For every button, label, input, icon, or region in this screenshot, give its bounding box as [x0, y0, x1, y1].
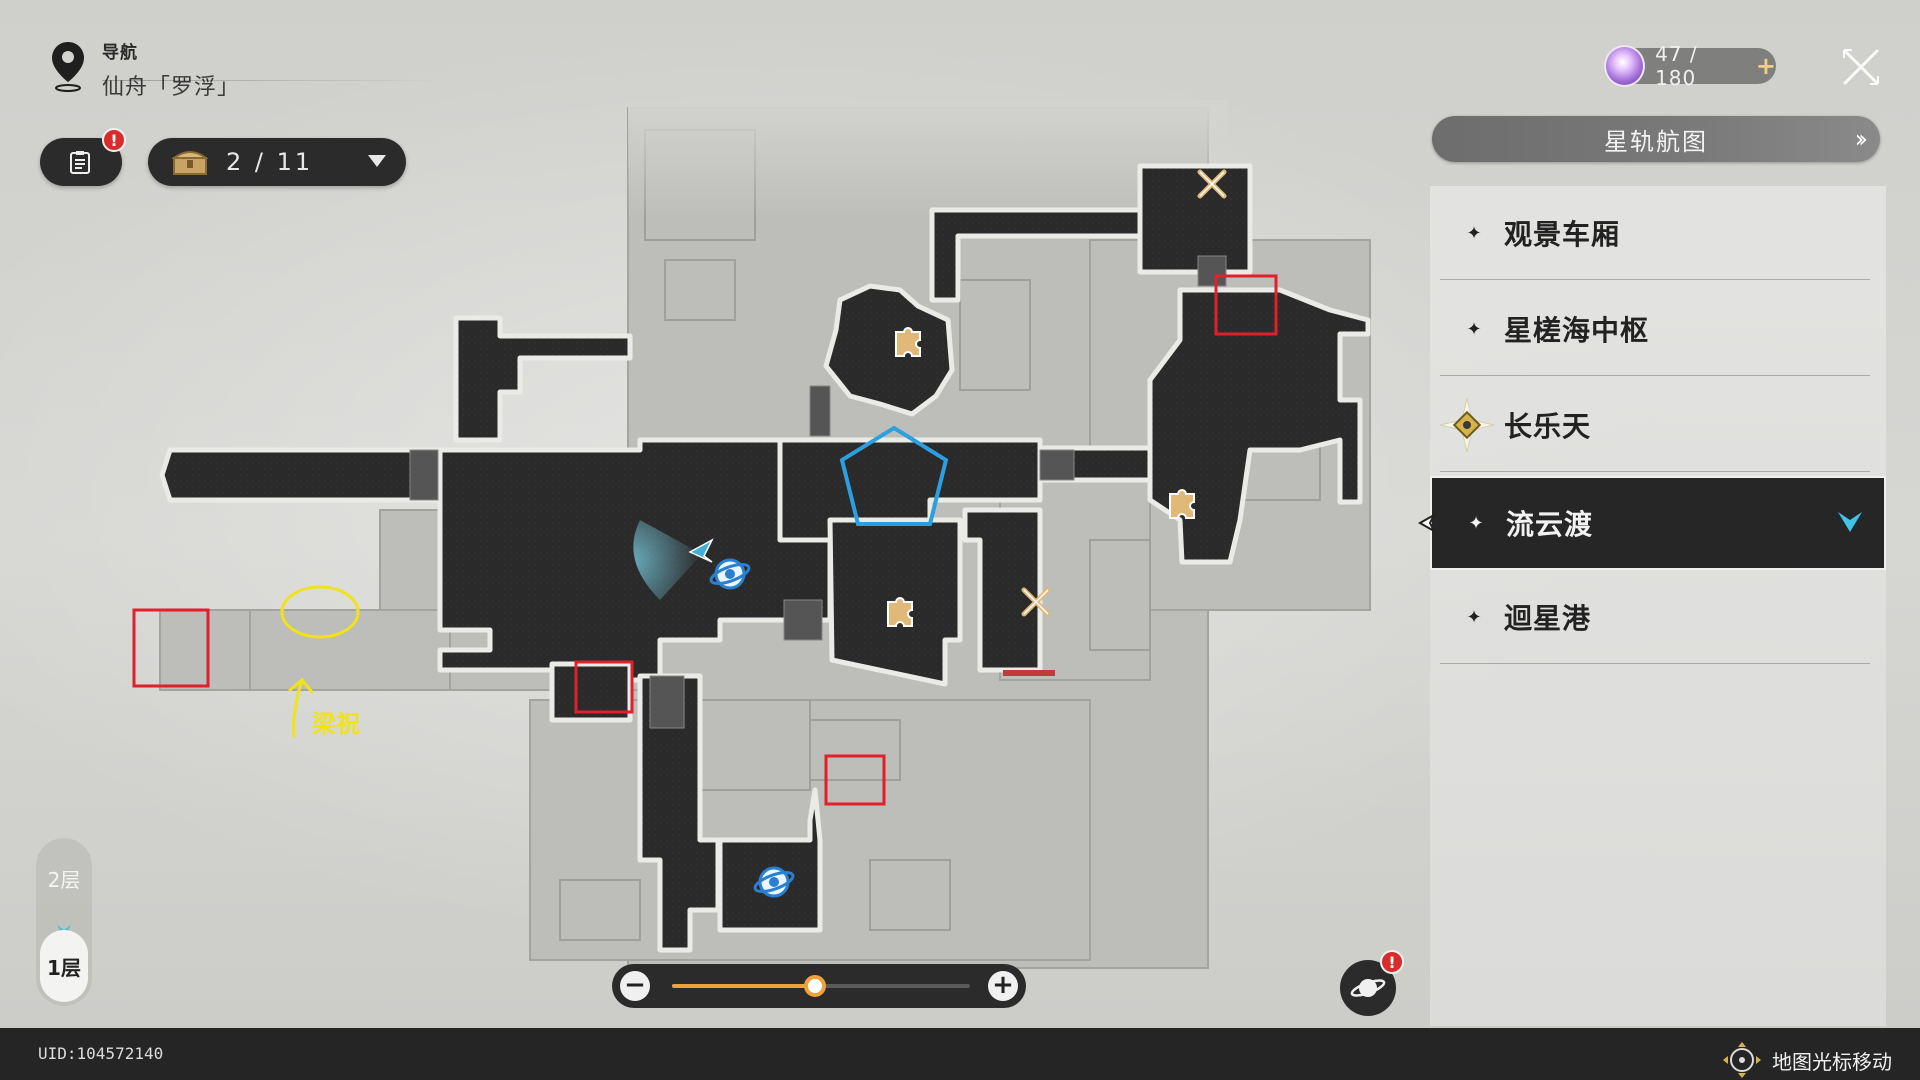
- crossed-swords-icon[interactable]: [1021, 587, 1051, 617]
- trailblaze-power[interactable]: 47 / 180 +: [1604, 42, 1776, 90]
- treasure-chest-dropdown[interactable]: 2 / 11: [148, 138, 406, 186]
- restricted-strip: [1003, 670, 1055, 676]
- divider: [1440, 663, 1870, 664]
- chest-count: 2 / 11: [226, 148, 314, 176]
- floor-1-button[interactable]: 1层: [40, 930, 88, 1002]
- zoom-slider-handle[interactable]: [804, 975, 827, 997]
- fog-top: [628, 100, 1228, 220]
- zoom-slider-fill: [672, 984, 816, 988]
- control-hint: 地图光标移动: [1720, 1040, 1892, 1080]
- annotation-yellow-arrow: [288, 677, 314, 738]
- zoom-slider[interactable]: [672, 975, 970, 997]
- trailblaze-power-icon: [1604, 45, 1646, 87]
- area-list-panel: ✦ 观景车厢 ✦ 星槎海中枢 长乐天 ✦ 流云渡 ✦ 迴星港: [1430, 186, 1886, 1026]
- player-view-cone: [633, 520, 702, 600]
- star-icon: ✦: [1466, 606, 1482, 628]
- selection-pointer-icon: [1417, 512, 1437, 534]
- star-icon: ✦: [1466, 318, 1482, 340]
- annotation-red-squares: [132, 274, 1278, 806]
- puzzle-icon[interactable]: [1169, 489, 1195, 519]
- panel-title: 星轨航图: [1604, 127, 1708, 156]
- user-id: UID:104572140: [38, 1044, 164, 1063]
- cursor-move-icon: [1723, 1042, 1761, 1078]
- star-icon: ✦: [1468, 512, 1484, 534]
- area-item-0[interactable]: ✦ 观景车厢: [1430, 186, 1886, 280]
- area-item-4[interactable]: ✦ 迴星港: [1430, 570, 1886, 664]
- location-pin-icon: [52, 42, 84, 92]
- divider: [1440, 279, 1870, 280]
- annotation-yellow-circle: [280, 585, 360, 639]
- area-item-2[interactable]: 长乐天: [1430, 378, 1886, 472]
- chevron-down-icon: [368, 155, 386, 167]
- treasure-chest-icon: [172, 151, 208, 175]
- add-power-button[interactable]: +: [1755, 52, 1776, 80]
- space-anchor-icon[interactable]: [753, 866, 795, 898]
- player-arrow-icon: [688, 538, 714, 563]
- nav-location: 仙舟「罗浮」: [102, 75, 241, 100]
- puzzle-icon[interactable]: [895, 327, 921, 357]
- crossed-swords-icon[interactable]: [1197, 169, 1227, 199]
- clipboard-icon: [70, 151, 90, 174]
- current-location-icon: [1838, 512, 1862, 532]
- area-item-1[interactable]: ✦ 星槎海中枢: [1430, 282, 1886, 376]
- map-canvas[interactable]: 梁祝: [0, 0, 1430, 1030]
- close-icon[interactable]: [1840, 46, 1882, 88]
- area-item-3[interactable]: ✦ 流云渡: [1430, 476, 1886, 570]
- planet-icon: [1350, 979, 1386, 997]
- alert-badge: !: [102, 128, 126, 152]
- zoom-out-button[interactable]: −: [620, 971, 650, 1001]
- divider: [102, 80, 442, 81]
- status-bar: UID:104572140 地图光标移动: [0, 1028, 1920, 1080]
- quest-marker-icon: [1439, 397, 1495, 453]
- alert-badge: !: [1380, 950, 1404, 974]
- mission-log-button[interactable]: !: [40, 128, 126, 186]
- divider: [1440, 471, 1870, 472]
- annotation-pentagon: [839, 425, 949, 526]
- double-chevron-right-icon: ››: [1854, 125, 1868, 153]
- divider: [1440, 375, 1870, 376]
- trailblaze-power-value: 47 / 180: [1655, 42, 1698, 90]
- star-icon: ✦: [1466, 222, 1482, 244]
- navigation-header: 导航 仙舟「罗浮」: [48, 38, 240, 101]
- zoom-control: − +: [612, 964, 1026, 1008]
- zoom-in-button[interactable]: +: [988, 971, 1018, 1001]
- area-label: 星槎海中枢: [1504, 314, 1650, 347]
- hint-label: 地图光标移动: [1772, 1049, 1892, 1074]
- star-rail-map-button[interactable]: 星轨航图 ››: [1432, 116, 1880, 162]
- annotation-label: 梁祝: [311, 710, 360, 738]
- universe-map-button[interactable]: !: [1340, 950, 1404, 1016]
- nav-label: 导航: [102, 43, 138, 63]
- space-anchor-icon[interactable]: [709, 558, 751, 590]
- stairs: [409, 255, 1227, 729]
- area-label: 迴星港: [1504, 602, 1592, 635]
- area-label: 长乐天: [1504, 410, 1592, 443]
- area-label: 观景车厢: [1504, 218, 1621, 251]
- area-label: 流云渡: [1506, 508, 1594, 541]
- puzzle-icon[interactable]: [887, 597, 913, 627]
- floor-2-button[interactable]: 2层: [47, 868, 81, 892]
- floor-selector: 2层 1层: [36, 838, 92, 1006]
